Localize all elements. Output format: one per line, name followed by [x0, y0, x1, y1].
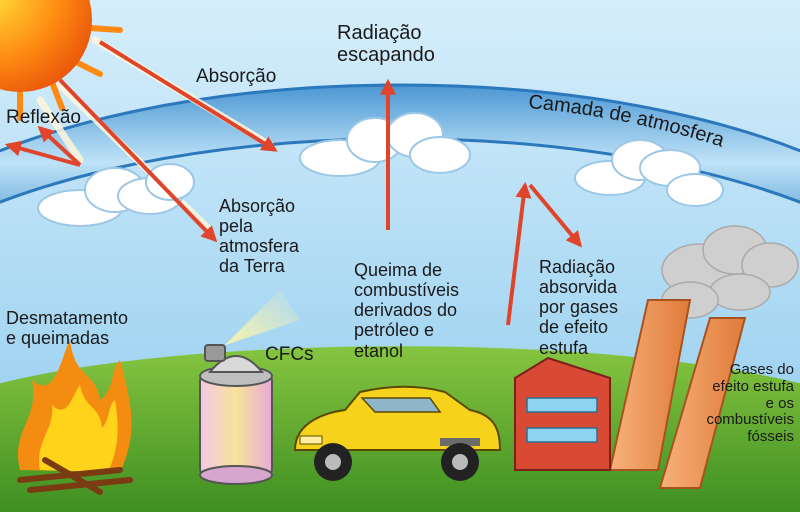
- factory: [514, 225, 799, 489]
- reflection-arrow-2: [37, 125, 82, 167]
- cfc-spray-mist: [225, 290, 300, 345]
- chimney-right: [658, 317, 747, 489]
- label-reflection: Reflexão: [6, 107, 81, 128]
- label-cfcs: CFCs: [265, 344, 314, 365]
- earth-absorption-arrow: [58, 78, 218, 243]
- factory-building: [514, 356, 611, 471]
- yellow-car: [293, 385, 502, 481]
- atmosphere-layer: [0, 85, 800, 203]
- reflection-arrow-1: [4, 140, 81, 167]
- arrows: [4, 40, 583, 326]
- sun: [0, 0, 123, 121]
- label-escaping-radiation: Radiação escapando: [337, 22, 435, 67]
- label-earth-absorption: Absorção pela atmosfera da Terra: [219, 196, 300, 277]
- smoke: [661, 225, 799, 319]
- label-greenhouse-gases: Gases do efeito estufa e os combustíveis…: [706, 361, 794, 446]
- chimney-left: [608, 299, 692, 471]
- label-deforestation: Desmatamento e queimadas: [6, 308, 129, 349]
- label-absorbed-radiation: Radiação absorvida por gases de efeito e…: [539, 257, 619, 358]
- ghg-down-arrow: [528, 183, 583, 248]
- atmosphere-outer-edge: [0, 83, 800, 153]
- label-fuel-burning: Queima de combustíveis derivados do petr…: [354, 260, 460, 361]
- fire-deforestation: [17, 340, 133, 495]
- label-absorption: Absorção: [196, 66, 277, 87]
- absorption-arrow: [98, 40, 278, 152]
- cloud-right: [574, 139, 724, 207]
- cfc-spray-can: [199, 344, 273, 485]
- ghg-up-arrow: [506, 181, 532, 326]
